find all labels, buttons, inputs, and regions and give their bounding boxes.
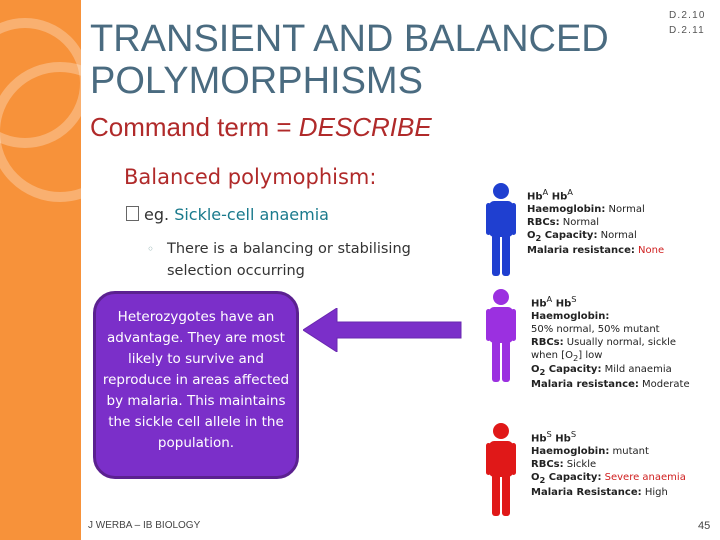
o2-capacity-line: O2 Capacity: Severe anaemia [531,471,686,485]
syllabus-references: D.2.10 D.2.11 [669,8,706,38]
malaria-resistance-line: Malaria resistance: Moderate [531,379,690,391]
left-arrow-icon [303,308,462,352]
sub-bullet-text: There is a balancing or stabilising sele… [167,241,411,279]
rbcs-line: RBCs: Sickle [531,458,597,470]
footer-credit: J WERBA – IB BIOLOGY [88,520,201,531]
command-term: Command term = DESCRIBE [90,112,432,143]
genotype-label: HbA HbA [527,187,573,203]
genotype-info-heterozygous: HbA HbS Haemoglobin: 50% normal, 50% mut… [531,293,690,392]
callout-text: Heterozygotes have an advantage. They ar… [102,309,290,451]
ref-1: D.2.10 [669,10,706,21]
callout-box: Heterozygotes have an advantage. They ar… [93,291,299,479]
rbcs-line: RBCs: Usually normal, sickle [531,336,677,348]
o2-capacity-line: O2 Capacity: Mild anaemia [531,364,672,378]
bullet-prefix: eg. [144,205,170,224]
rbcs-detail: when [O2] low [531,349,603,363]
haemoglobin-line: Haemoglobin: mutant [531,446,649,458]
ref-2: D.2.11 [669,25,705,36]
slide-title: TRANSIENT AND BALANCED POLYMORPHISMS [90,18,650,102]
rbcs-line: RBCs: Normal [527,216,599,228]
person-figure-icon [486,423,516,516]
bullet-example: eg. Sickle-cell anaemia [126,205,329,224]
command-term-value: DESCRIBE [298,112,432,142]
sidebar-decoration [0,0,81,540]
person-figure-icon [486,289,516,382]
page-number: 45 [698,520,711,532]
malaria-resistance-line: Malaria resistance: None [527,244,665,256]
genotype-label: HbS HbS [531,429,577,445]
haemoglobin-detail: 50% normal, 50% mutant [531,323,660,335]
haemoglobin-line: Haemoglobin: [531,311,610,323]
o2-capacity-line: O2 Capacity: Normal [527,229,637,243]
malaria-resistance-line: Malaria Resistance: High [531,486,668,498]
genotype-label: HbA HbS [531,294,577,310]
section-heading: Balanced polymophism: [124,165,377,189]
circle-bullet-icon: ◦ [147,242,155,256]
title-line-2: POLYMORPHISMS [90,60,423,102]
decorative-ring [0,62,81,202]
command-prefix: Command term = [90,112,299,142]
bullet-text: Sickle-cell anaemia [174,205,329,224]
sub-bullet: ◦ There is a balancing or stabilising se… [147,238,467,282]
genotype-info-normal: HbA HbA Haemoglobin: Normal RBCs: Normal… [527,186,664,257]
haemoglobin-line: Haemoglobin: Normal [527,204,645,216]
checkbox-bullet-icon [126,206,139,221]
genotype-info-sickle: HbS HbS Haemoglobin: mutant RBCs: Sickle… [531,428,686,499]
title-line-1: TRANSIENT AND BALANCED [90,18,609,60]
person-figure-icon [486,183,516,276]
